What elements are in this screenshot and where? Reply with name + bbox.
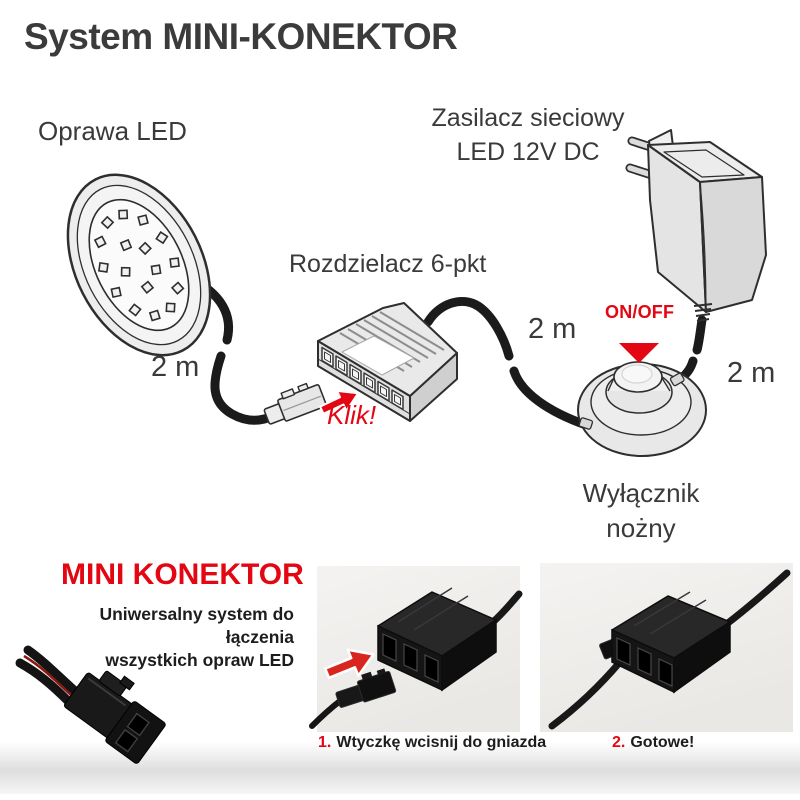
step1-caption: 1.Wtyczkę wcisnij do gniazda [318, 734, 546, 752]
promo-subtitle-line1: Uniwersalny system do łączenia [99, 604, 294, 647]
power-adapter-label-line2: LED 12V DC [456, 137, 600, 166]
step1-photo-content [309, 587, 523, 729]
power-adapter-label-line1: Zasilacz sieciowy [431, 104, 625, 132]
promo-heading: MINI KONEKTOR [61, 558, 304, 591]
power-adapter-label: Zasilacz sieciowy LED 12V DC [418, 102, 638, 170]
step2-number: 2. [612, 734, 626, 751]
onoff-label: ON/OFF [605, 302, 675, 322]
led-chips [93, 209, 185, 322]
step2-caption: 2.Gotowe! [612, 734, 694, 752]
step1-arrow-icon [323, 648, 375, 680]
step1-caption-text: Wtyczkę wcisnij do gniazda [336, 734, 547, 751]
cable-splitter-to-switch [423, 296, 591, 430]
cable-adapter-to-switch [672, 315, 707, 386]
mini-connector-plug-drawing [263, 382, 327, 425]
led-luminaire-drawing [66, 173, 212, 357]
led-luminaire-label: Oprawa LED [38, 116, 187, 146]
step2-caption-text: Gotowe! [630, 734, 695, 751]
connector-photo [15, 645, 166, 764]
promo-subtitle-line2: wszystkich opraw LED [105, 649, 294, 670]
cable-length-label-left: 2 m [151, 351, 200, 383]
klik-arrow-icon [319, 389, 360, 415]
onoff-arrow-icon [619, 343, 659, 363]
cable-length-label-middle: 2 m [528, 313, 577, 345]
klik-label: Klik! [327, 400, 377, 430]
foot-switch-label-line1: Wyłącznik [582, 478, 700, 508]
splitter-sockets [321, 346, 404, 411]
splitter-label: Rozdzielacz 6-pkt [289, 250, 487, 278]
step2-box-sockets [616, 637, 673, 687]
foot-switch-label: Wyłącznik nożny [538, 476, 744, 546]
step2-photo-content [548, 569, 791, 730]
step1-box-sockets [382, 633, 439, 683]
switch-cable-inlet-right [669, 372, 685, 387]
foot-switch-drawing [577, 361, 707, 457]
splitter-label-plate [341, 335, 415, 376]
promo-subtitle: Uniwersalny system do łączenia wszystkic… [46, 603, 294, 671]
strain-relief [693, 303, 713, 322]
power-adapter-drawing [625, 129, 767, 322]
splitter-drawing [317, 302, 458, 422]
step1-plug [335, 668, 397, 708]
step1-number: 1. [318, 734, 332, 751]
cable-length-label-right: 2 m [727, 357, 776, 389]
switch-cable-inlet-left [578, 417, 594, 430]
page-title: System MINI-KONEKTOR [24, 16, 458, 57]
foot-switch-label-line2: nożny [606, 513, 676, 544]
